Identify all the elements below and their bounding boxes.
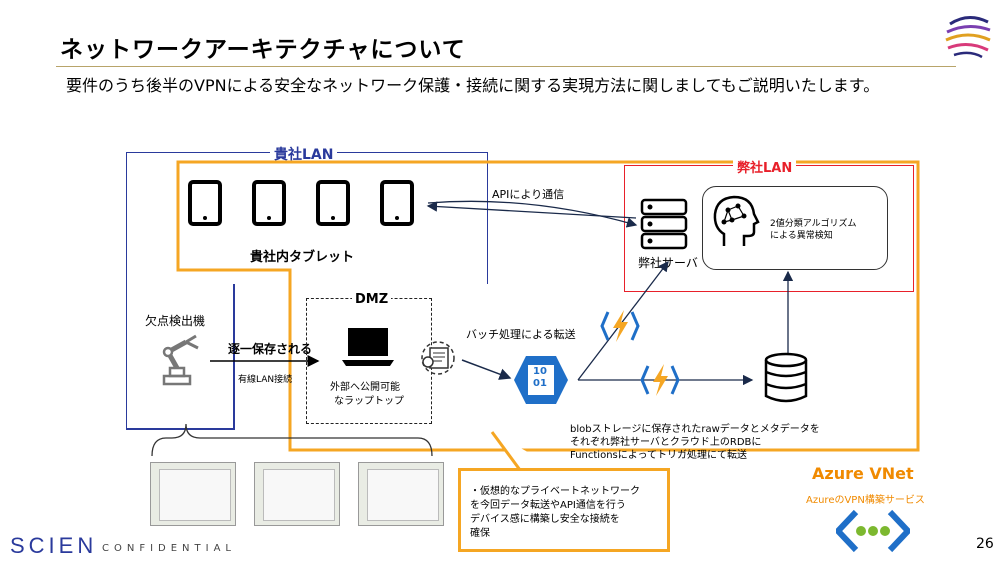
azure-vnet-label: Azure VNet <box>812 464 914 483</box>
vnet-icon <box>836 509 910 553</box>
callout-line3: デバイス感に構築し安全な接続を <box>470 514 620 525</box>
ai-box <box>702 186 888 270</box>
company-logo-icon <box>945 16 991 59</box>
blob-desc-line3: Functionsによってトリガ処理にて転送 <box>570 450 747 461</box>
azure-functions-icon <box>600 310 640 342</box>
ai-label-line1: 2値分類アルゴリズム <box>770 219 857 229</box>
blob-storage-icon <box>514 356 568 404</box>
laptop-label-line1: 外部へ公開可能 <box>330 382 400 393</box>
storage-text-bottom: 01 <box>533 378 547 389</box>
our-lan-label: 弊社LAN <box>733 157 797 176</box>
laptop-label-line2: なラップトップ <box>334 396 404 407</box>
database-icon <box>764 352 808 403</box>
screen-photo <box>358 462 444 526</box>
blob-desc-line2: それぞれ弊社サーバとクラウド上のRDBに <box>570 437 762 448</box>
callout-line1: ・仮想的なプライベートネットワーク <box>470 486 640 497</box>
blob-desc-line1: blobストレージに保存されたrawデータとメタデータを <box>570 424 820 435</box>
tablet-icon <box>316 180 356 230</box>
ai-head-icon <box>713 195 760 246</box>
tablet-icon <box>252 180 292 230</box>
batch-label: バッチ処理による転送 <box>466 328 576 341</box>
tablet-icon <box>188 180 228 230</box>
robot-arm-icon <box>162 334 199 386</box>
batch-process-icon <box>421 341 455 375</box>
slide-title: ネットワークアーキテクチャについて <box>60 37 466 63</box>
title-divider <box>56 66 956 67</box>
server-icon <box>640 198 688 250</box>
callout-line4: 確保 <box>470 528 490 539</box>
customer-lan-label: 貴社LAN <box>270 144 338 164</box>
screen-photo <box>254 462 340 526</box>
callout-line2: を今回データ転送やAPI通信を行う <box>470 500 626 511</box>
defect-machine-label: 欠点検出機 <box>145 314 206 328</box>
api-label: APIにより通信 <box>492 188 565 201</box>
screen-photo <box>150 462 236 526</box>
tablet-icon <box>380 180 420 230</box>
azure-vpn-label: AzureのVPN構築サービス <box>806 495 925 506</box>
sequential-save-label: 逐一保存される <box>228 342 313 356</box>
dmz-label: DMZ <box>352 292 392 307</box>
laptop-icon <box>342 328 394 366</box>
lan-bottom-edge <box>126 428 234 430</box>
ai-label-line2: による異常検知 <box>770 231 833 241</box>
azure-functions-icon <box>640 364 680 396</box>
callout-box <box>458 468 670 552</box>
tablets-label: 貴社内タブレット <box>250 250 355 265</box>
footer-brand: SCIEN <box>10 533 98 558</box>
wired-lan-label: 有線LAN接続 <box>238 375 293 385</box>
intro-text: 要件のうち後半のVPNによる安全なネットワーク保護・接続に関する実現方法に関しま… <box>66 76 880 95</box>
page-number: 26 <box>976 536 994 552</box>
screen-brace <box>151 423 433 457</box>
storage-text-top: 10 <box>533 366 547 377</box>
footer-confidential: CONFIDENTIAL <box>102 543 237 554</box>
lan-notch-edge <box>233 284 235 430</box>
